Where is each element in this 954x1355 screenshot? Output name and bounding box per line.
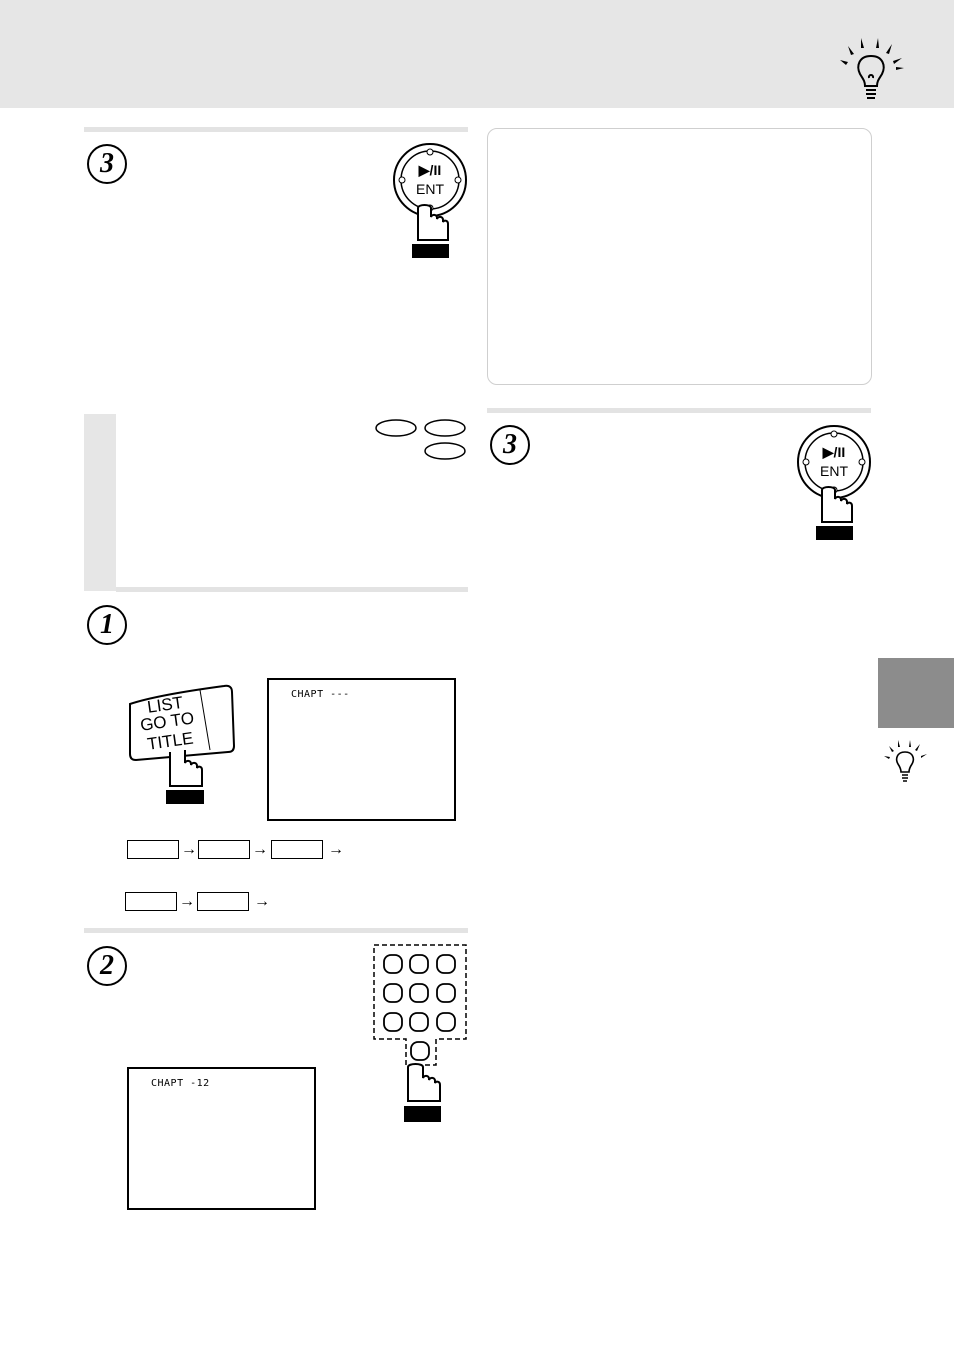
flow-arrow: → (179, 893, 195, 910)
page-header-band (0, 0, 954, 108)
lightbulb-icon (884, 740, 927, 782)
list-go-to-title-button-illustration (129, 684, 236, 804)
play-pause-symbol: ▶/II (418, 162, 442, 178)
flow-arrow: → (181, 841, 197, 858)
step-number-3: 3 (490, 425, 530, 465)
screen-osd-text: CHAPT -12 (151, 1078, 210, 1089)
step-number-3: 3 (87, 144, 127, 184)
lightbulb-icon (840, 38, 904, 99)
flow-box (197, 892, 249, 911)
note-box (487, 128, 872, 385)
chapter-side-tab (878, 658, 954, 728)
section-divider (116, 587, 468, 592)
side-marker-band (84, 414, 116, 591)
play-pause-symbol: ▶/II (822, 444, 846, 460)
section-divider (487, 408, 871, 413)
ent-label: ENT (416, 181, 444, 197)
section-divider (84, 127, 468, 132)
ent-label: ENT (820, 463, 848, 479)
flow-box (198, 840, 250, 859)
flow-box (125, 892, 177, 911)
flow-arrow: → (252, 841, 268, 858)
step-number-1: 1 (87, 605, 127, 645)
enter-button-illustration (393, 143, 467, 258)
enter-button-illustration (797, 425, 871, 540)
disc-type-ovals (375, 419, 466, 460)
screen-osd-text: CHAPT --- (291, 689, 350, 700)
numeric-keypad-icon (373, 944, 467, 1122)
tv-screen-1: CHAPT --- (267, 678, 456, 821)
tv-screen-2: CHAPT -12 (127, 1067, 316, 1210)
step-number-2: 2 (87, 946, 127, 986)
flow-arrow: → (254, 893, 270, 910)
flow-box (127, 840, 179, 859)
flow-arrow: → (328, 841, 344, 858)
section-divider (84, 928, 468, 933)
flow-box (271, 840, 323, 859)
